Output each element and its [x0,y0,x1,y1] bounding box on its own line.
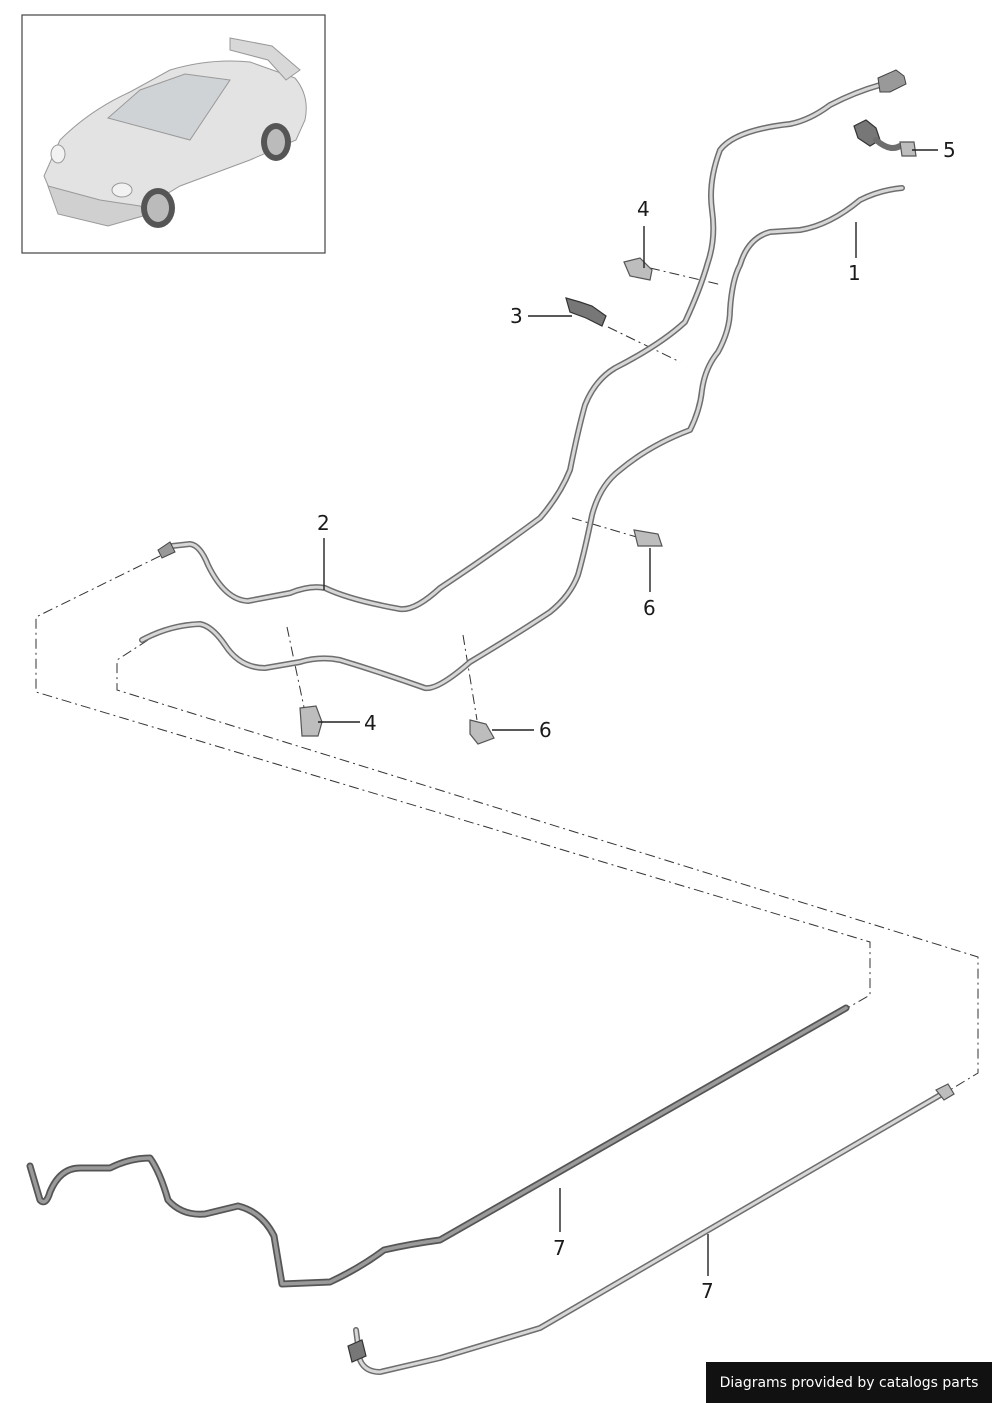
connection-lines [35,267,979,1094]
footer-credit-badge: Diagrams provided by catalogs parts [706,1362,992,1403]
callout-6-upper: 6 [643,596,656,620]
callout-7-right: 7 [701,1279,714,1303]
callout-4-lower: 4 [364,711,377,735]
pipe-2 [157,69,907,613]
callout-4-upper: 4 [637,197,650,221]
callout-6-lower: 6 [539,718,552,742]
pipe-7-a [26,1004,850,1288]
part-5-connector [853,119,917,157]
part-3-clip [565,297,607,327]
footer-credit-text: Diagrams provided by catalogs parts [719,1374,979,1391]
vehicle-thumbnail [21,14,326,254]
pipe-1 [139,185,905,692]
part-4-clip-upper [623,257,653,281]
leader-lines [318,149,938,1276]
part-6-clip-upper [633,529,663,547]
part-6-clip-lower [469,719,495,745]
callout-1: 1 [848,261,861,285]
callout-3: 3 [510,304,523,328]
callout-5: 5 [943,138,956,162]
pipe-7-b [347,1083,955,1375]
callout-7-left: 7 [553,1236,566,1260]
callout-2: 2 [317,511,330,535]
part-4-clip-lower [299,705,323,737]
